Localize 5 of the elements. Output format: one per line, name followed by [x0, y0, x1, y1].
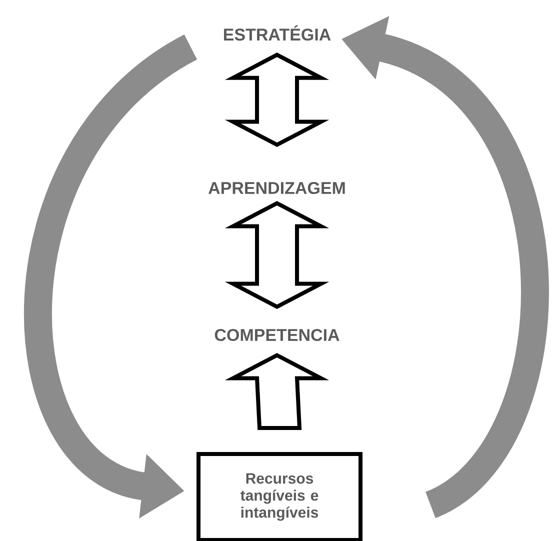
stage-label: APRENDIZAGEM: [208, 182, 345, 194]
stage-label: ESTRATÉGIA: [224, 25, 331, 41]
stage-label: COMPETENCIA: [214, 328, 340, 342]
resource-box: Recursos tangíveis e intangíveis: [196, 452, 362, 541]
block-arrow: [224, 52, 330, 148]
